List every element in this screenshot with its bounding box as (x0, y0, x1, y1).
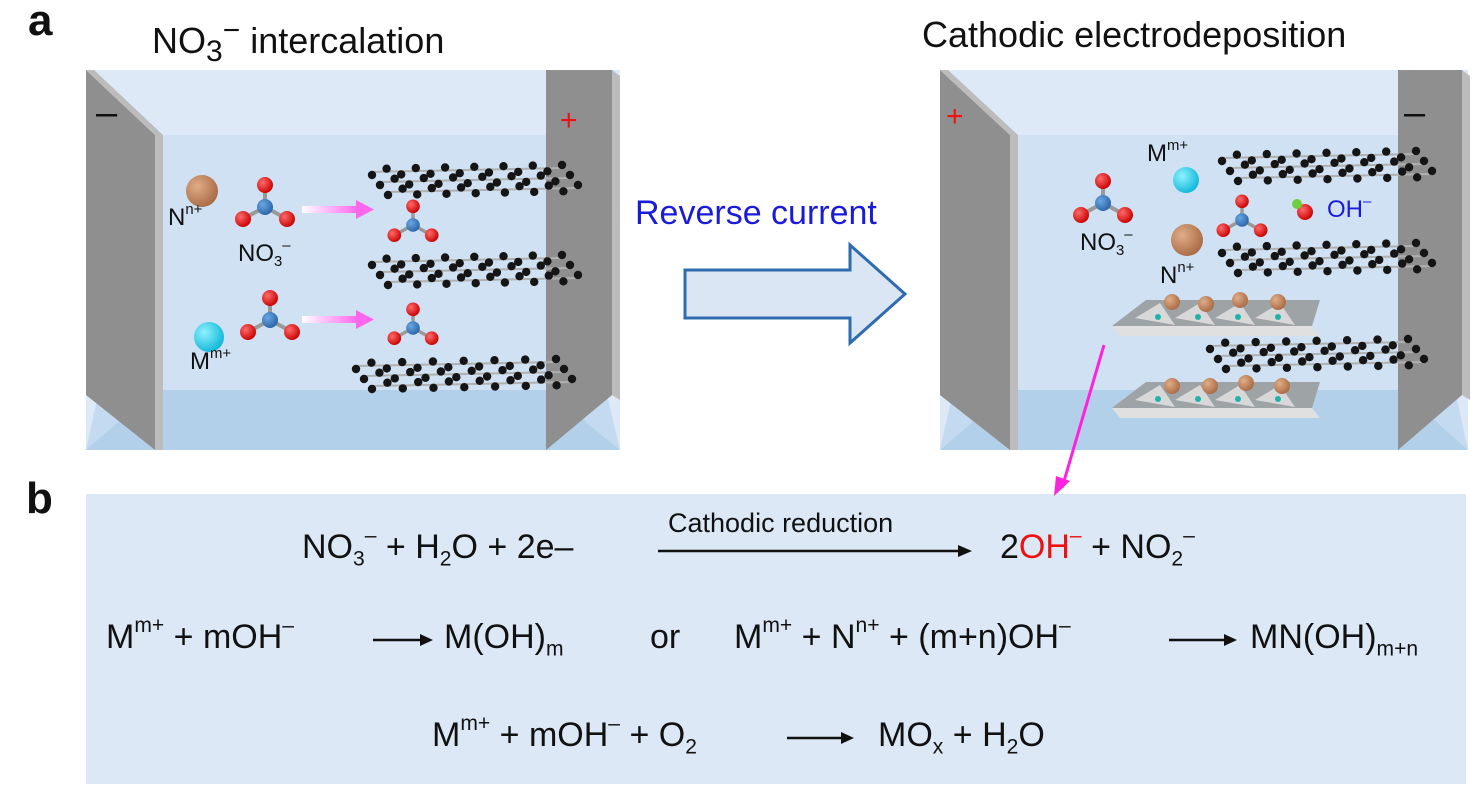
reverse-current-label: Reverse current (635, 194, 877, 232)
nitrate-molecule (1216, 194, 1268, 237)
equation-4-rhs: MOx + H2O (878, 716, 1045, 759)
equation-3-product: MN(OH)m+n (1250, 618, 1419, 661)
equation-2-lhs: Mm+ + mOH– (106, 614, 295, 656)
m-ion-ball-left (194, 322, 224, 352)
panel-label-a: a (28, 0, 53, 45)
equation-3-lhs: Mm+ + Nn+ + (m+n)OH– (734, 614, 1071, 656)
migration-arrow (302, 310, 374, 329)
left-tank (86, 70, 620, 450)
reaction-arrow-3 (1169, 634, 1237, 646)
nitrate-label-left: NO3– (238, 237, 291, 271)
right-tank-anode-plate (940, 70, 1010, 450)
equation-2-or: or (650, 618, 681, 656)
nitrate-label-right: NO3– (1080, 226, 1133, 260)
nitrate-molecule-intercalated (387, 199, 439, 242)
nitrate-molecule (1073, 173, 1133, 223)
graphene-sheet (351, 354, 577, 394)
graphene-layers (351, 146, 1437, 394)
migration-arrow (302, 200, 374, 219)
m-ion-label-left: Mm+ (190, 345, 232, 375)
graphene-sheet (367, 250, 583, 290)
graphene-sheet (1217, 146, 1437, 186)
equation-1-rhs: 2OH– + NO2– (1000, 524, 1195, 571)
equation-4-lhs: Mm+ + mOH– + O2 (432, 712, 697, 759)
left-tank-title: NO3− intercalation (152, 14, 445, 69)
nitrate-molecule (235, 177, 295, 227)
equation-1-lhs: NO3– + H2O + 2e– (302, 524, 574, 571)
m-ion-label-right: Mm+ (1147, 137, 1189, 167)
left-tank-negative-sign: – (96, 92, 118, 134)
reaction-arrow-2 (373, 634, 433, 646)
n-ion-ball-left (186, 175, 218, 207)
ldh-slab-lower (1112, 375, 1320, 418)
hydroxide-ion (1292, 199, 1313, 220)
reaction-arrow-1 (658, 545, 972, 557)
reverse-current-arrow (683, 241, 908, 347)
n-ion-label-right: Nn+ (1160, 259, 1195, 289)
right-tank-title: Cathodic electrodeposition (922, 14, 1347, 55)
equation-2-product: M(OH)m (444, 618, 564, 661)
n-ion-label-left: Nn+ (168, 201, 203, 231)
ldh-slab-upper (1112, 292, 1320, 336)
right-tank-positive-sign: + (946, 100, 964, 133)
pink-pointer-arrow (1054, 344, 1106, 496)
graphene-sheet (1205, 334, 1429, 374)
cathodic-reduction-label: Cathodic reduction (668, 508, 894, 538)
reaction-arrow-4 (787, 732, 854, 744)
graphene-sheet (367, 160, 583, 200)
nitrate-molecule (240, 290, 300, 340)
n-ion-ball-right (1171, 224, 1203, 256)
right-tank-negative-sign: – (1404, 92, 1426, 134)
left-tank-anode-plate (546, 70, 612, 450)
equation-box (86, 494, 1466, 784)
m-ion-ball-right (1173, 167, 1199, 193)
left-tank-cathode-plate (86, 70, 155, 450)
nitrate-molecule-intercalated (387, 302, 439, 345)
panel-label-b: b (26, 474, 53, 523)
graphene-sheet (1217, 238, 1437, 278)
left-tank-positive-sign: + (560, 104, 578, 137)
hydroxide-label: OH– (1327, 193, 1372, 223)
